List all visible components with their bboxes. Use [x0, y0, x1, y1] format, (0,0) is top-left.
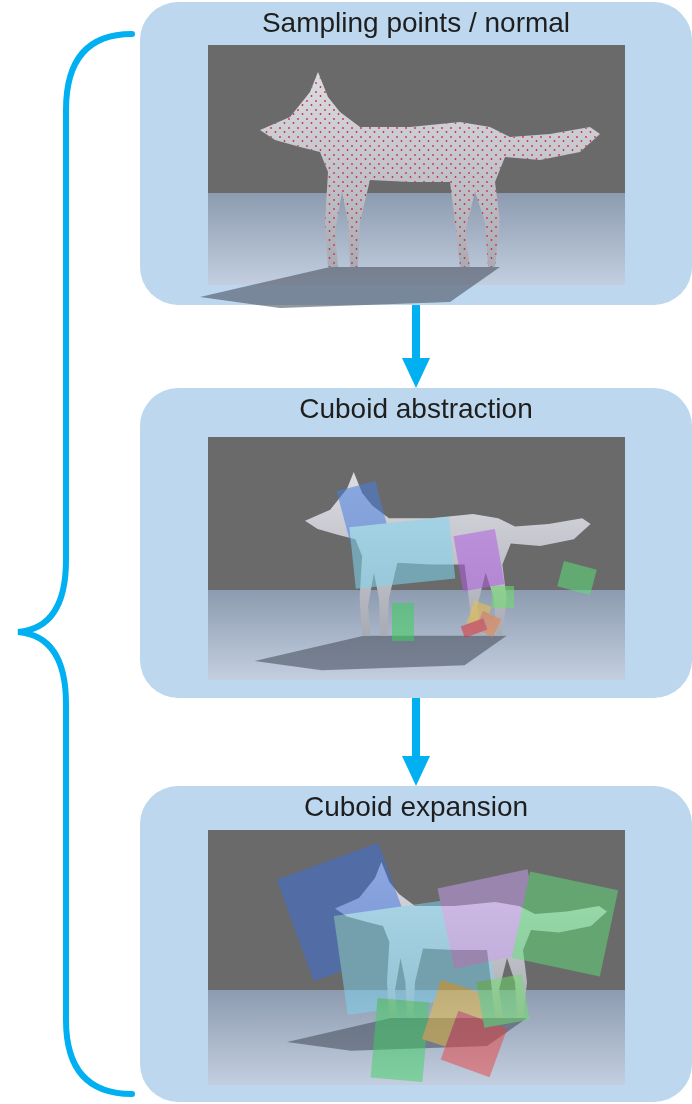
curly-brace — [18, 34, 132, 1094]
expansion-picture — [208, 830, 625, 1085]
flow-arrow — [412, 305, 420, 374]
flow-arrow — [412, 698, 420, 772]
process-box: Sampling points / normal — [140, 2, 692, 305]
box-title: Cuboid abstraction — [140, 388, 692, 426]
box-title: Cuboid expansion — [140, 786, 692, 824]
sampling-picture — [200, 45, 625, 308]
process-box: Cuboid expansion — [140, 786, 692, 1102]
box-fill — [140, 2, 692, 305]
box-fill — [140, 786, 692, 1102]
box-title: Sampling points / normal — [140, 2, 692, 40]
box-fill — [140, 388, 692, 698]
process-box: Cuboid abstraction — [140, 388, 692, 698]
abstraction-picture — [208, 437, 625, 680]
